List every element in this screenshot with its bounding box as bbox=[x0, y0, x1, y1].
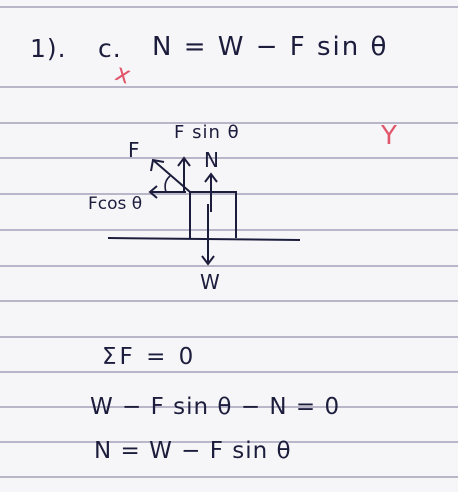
work-line-result: N = W − F sin θ bbox=[94, 438, 292, 464]
work-line-balance: W − F sin θ − N = 0 bbox=[90, 394, 341, 420]
ruled-line bbox=[0, 406, 458, 408]
ruled-line bbox=[0, 441, 458, 443]
label-n: N bbox=[204, 148, 220, 172]
question-number: 1). bbox=[30, 34, 67, 63]
label-f: F bbox=[128, 138, 141, 162]
label-w: W bbox=[200, 270, 221, 294]
ruled-line bbox=[0, 300, 458, 302]
block bbox=[189, 191, 237, 238]
label-f-cos-theta: Fcos θ bbox=[88, 194, 143, 214]
ruled-line bbox=[0, 265, 458, 267]
ruled-line bbox=[0, 157, 458, 159]
ruled-line bbox=[0, 371, 458, 373]
ruled-line bbox=[0, 193, 458, 195]
ruled-line bbox=[0, 6, 458, 8]
ruled-line bbox=[0, 86, 458, 88]
label-f-sin-theta: F sin θ bbox=[174, 122, 240, 143]
ruled-line bbox=[0, 336, 458, 338]
grade-mark-y: Y bbox=[381, 121, 397, 151]
angle-arc bbox=[164, 175, 171, 193]
answer-equation: N = W − F sin θ bbox=[152, 32, 389, 62]
ruled-line bbox=[0, 476, 458, 478]
ground-line bbox=[107, 237, 301, 241]
question-part: c. bbox=[98, 34, 122, 63]
work-line-sum-forces: ΣF = 0 bbox=[102, 344, 197, 370]
ruled-line bbox=[0, 122, 458, 124]
ruled-line bbox=[0, 229, 458, 231]
